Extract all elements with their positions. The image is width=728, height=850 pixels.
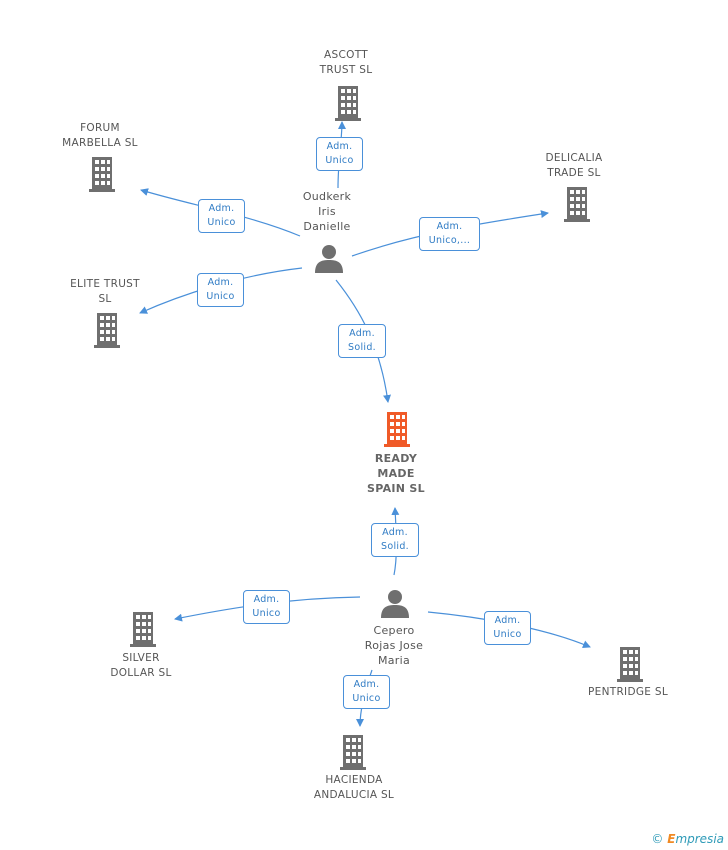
person-icon-cepero[interactable] — [381, 590, 409, 618]
building-icon-silver[interactable] — [130, 612, 156, 647]
relation-badge-forum[interactable]: Adm.Unico — [198, 199, 245, 233]
relation-badge-hacienda[interactable]: Adm.Unico — [343, 675, 390, 709]
building-icon-hacienda[interactable] — [340, 735, 366, 770]
empresia-watermark: © Empresia — [651, 832, 724, 846]
building-icon-forum[interactable] — [89, 157, 115, 192]
relation-badge-delicalia[interactable]: Adm.Unico,... — [419, 217, 480, 251]
relation-badge-ascott[interactable]: Adm.Unico — [316, 137, 363, 171]
relation-badge-elite[interactable]: Adm.Unico — [197, 273, 244, 307]
relation-badge-ready-cepero[interactable]: Adm.Solid. — [371, 523, 419, 557]
company-label-pentridge[interactable]: PENTRIDGE SL — [588, 686, 668, 698]
copyright-icon: © — [651, 832, 664, 846]
building-icon-elite[interactable] — [94, 313, 120, 348]
relation-badge-pentridge[interactable]: Adm.Unico — [484, 611, 531, 645]
building-icon-delicalia[interactable] — [564, 187, 590, 222]
relation-badge-silver[interactable]: Adm.Unico — [243, 590, 290, 624]
building-icon-ascott[interactable] — [335, 86, 361, 121]
relation-badge-ready-oudkerk[interactable]: Adm.Solid. — [338, 324, 386, 358]
person-icon-oudkerk[interactable] — [315, 245, 343, 273]
building-icon-ready-made-spain[interactable] — [384, 412, 410, 447]
building-icon-pentridge[interactable] — [617, 647, 643, 682]
